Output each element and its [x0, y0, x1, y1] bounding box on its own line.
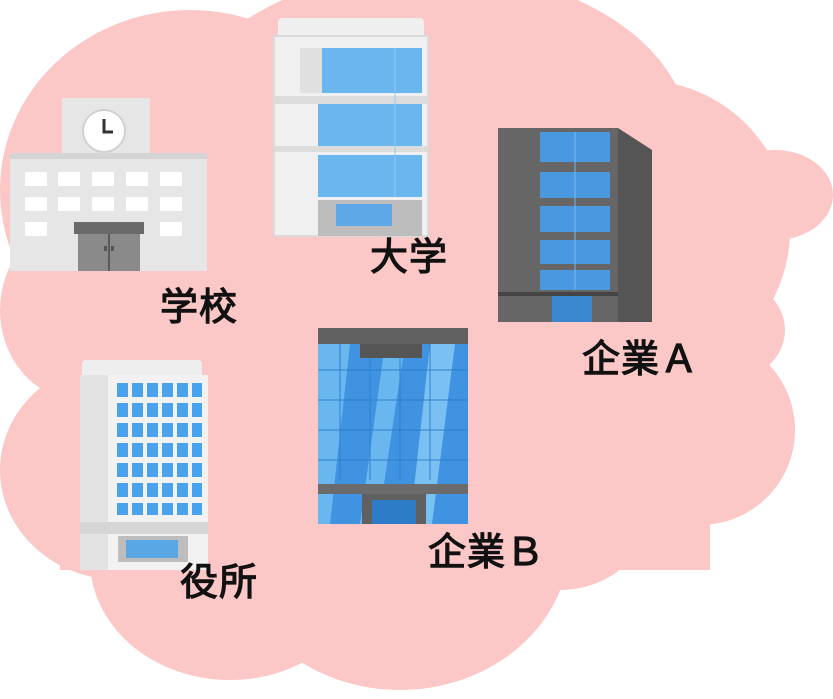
label-city-office: 役所: [180, 560, 259, 604]
label-university: 大学: [370, 235, 449, 279]
label-school: 学校: [160, 285, 239, 329]
school-building-icon: [10, 98, 207, 271]
label-company-b: 企業Ｂ: [428, 530, 546, 574]
office-tower-icon: [498, 128, 652, 322]
university-building-icon: [273, 18, 429, 237]
glass-office-building-icon: [318, 328, 468, 524]
government-office-icon: [80, 360, 208, 570]
label-company-a: 企業Ａ: [582, 337, 700, 381]
